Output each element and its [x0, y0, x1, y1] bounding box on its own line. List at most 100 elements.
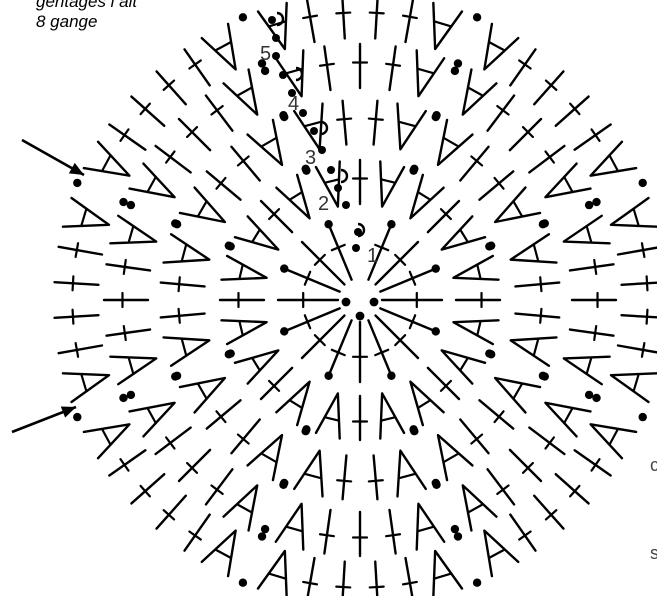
round-3-cluster — [438, 120, 472, 165]
round-5-dc — [59, 243, 102, 257]
round-4-cluster — [417, 504, 444, 550]
round-2-cluster — [221, 320, 266, 344]
start-chain-dot — [310, 127, 318, 135]
round-2-cluster — [380, 393, 404, 438]
round-5-dc — [184, 515, 209, 551]
round-2-separator-dot — [280, 264, 288, 272]
round-2-cluster — [380, 161, 404, 206]
round-3-dc — [369, 455, 383, 499]
round-5-separator-dot — [261, 525, 269, 533]
round-5-cluster — [84, 424, 130, 458]
round-4-dc — [206, 469, 232, 504]
round-3-dc — [460, 420, 488, 454]
round-3-dc — [369, 101, 383, 145]
round-2-cluster — [453, 320, 498, 344]
round-4-outer-dot — [119, 198, 127, 206]
round-3-cluster — [397, 104, 425, 150]
round-3-separator-dot — [487, 241, 495, 249]
round-5-cluster — [202, 531, 236, 577]
start-chain-dot — [327, 166, 335, 174]
start-chain-dot — [352, 244, 360, 252]
round-2-dc — [261, 368, 292, 399]
row-number-label: 5 — [260, 43, 271, 65]
round-5-dc — [403, 0, 417, 42]
round-5-dc — [59, 343, 102, 357]
round-2-separator-dot — [432, 327, 440, 335]
round-3-separator-dot — [487, 350, 495, 358]
round-3-cluster — [511, 234, 557, 262]
round-5-separator-dot — [451, 525, 459, 533]
round-5-dc — [109, 450, 145, 475]
round-5-separator-dot — [127, 391, 135, 399]
round-4-separator-dot — [539, 220, 547, 228]
round-5-cluster — [484, 531, 518, 577]
round-5-cluster — [258, 551, 287, 596]
round-3-cluster — [180, 188, 225, 222]
round-5-outer-dot — [239, 13, 247, 21]
round-5-cluster — [591, 424, 637, 458]
round-4-separator-dot — [539, 372, 547, 380]
round-4-dc — [156, 146, 191, 172]
chart-symbols — [55, 0, 657, 596]
round-5-dc — [157, 496, 186, 529]
round-3-dc — [161, 277, 205, 291]
round-5-dc — [622, 310, 657, 324]
round-4-separator-dot — [173, 372, 181, 380]
round-4-cluster — [224, 485, 258, 530]
round-2-cluster — [276, 382, 309, 425]
round-4-outer-dot — [258, 532, 266, 540]
round-3-cluster — [164, 337, 210, 365]
round-5-dc — [370, 562, 384, 596]
round-4-dc — [529, 428, 564, 454]
round-5-dc — [109, 124, 145, 149]
round-4-dc — [156, 428, 191, 454]
round-5-dc — [370, 0, 384, 38]
round-4-dc — [320, 510, 334, 554]
round-5-cluster — [611, 373, 657, 402]
round-end-arrow — [12, 407, 76, 432]
round-4-dc — [510, 119, 541, 150]
round-4-cluster — [276, 504, 303, 550]
round-4-cluster — [130, 403, 175, 437]
round-5-dc — [55, 276, 99, 290]
round-5-dc — [303, 0, 317, 42]
round-4-dc — [386, 46, 400, 90]
row-number-label: 2 — [318, 193, 329, 215]
round-3-dc — [207, 171, 241, 199]
round-4-dc — [510, 450, 541, 481]
round-4-outer-dot — [592, 198, 600, 206]
round-4-dc — [570, 326, 614, 340]
round-3-dc — [231, 147, 259, 181]
round-start-arrow — [22, 140, 84, 175]
round-5-dc — [131, 474, 164, 503]
round-2-cluster — [442, 216, 485, 249]
round-4-outer-dot — [454, 59, 462, 67]
round-3-cluster — [164, 234, 210, 262]
round-3-separator-dot — [225, 350, 233, 358]
round-3-separator-dot — [225, 241, 233, 249]
round-5-outer-dot — [473, 579, 481, 587]
round-4-dc — [488, 96, 514, 131]
round-4-dc — [353, 44, 367, 88]
round-2-cluster — [410, 175, 443, 218]
round-5-cluster — [63, 373, 109, 402]
round-3-dc — [460, 147, 488, 181]
round-4-outer-dot — [592, 394, 600, 402]
round-4-cluster — [463, 70, 497, 115]
round-5-dc — [131, 97, 164, 126]
round-2-dc — [261, 201, 292, 232]
round-5-dc — [556, 97, 589, 126]
round-5-dc — [403, 558, 417, 596]
start-chain-dot — [272, 52, 280, 60]
round-2-cluster — [453, 256, 498, 280]
round-5-dc — [575, 124, 611, 149]
round-5-dc — [575, 450, 611, 475]
round-5-dc — [618, 243, 657, 257]
round-5-separator-dot — [127, 201, 135, 209]
start-chain-dot — [342, 201, 350, 209]
round-2-cluster — [316, 393, 340, 438]
round-3-separator-dot — [410, 427, 418, 435]
round-4-cluster — [110, 216, 156, 243]
round-1-dc — [382, 293, 442, 307]
round-4-cluster — [564, 216, 610, 243]
